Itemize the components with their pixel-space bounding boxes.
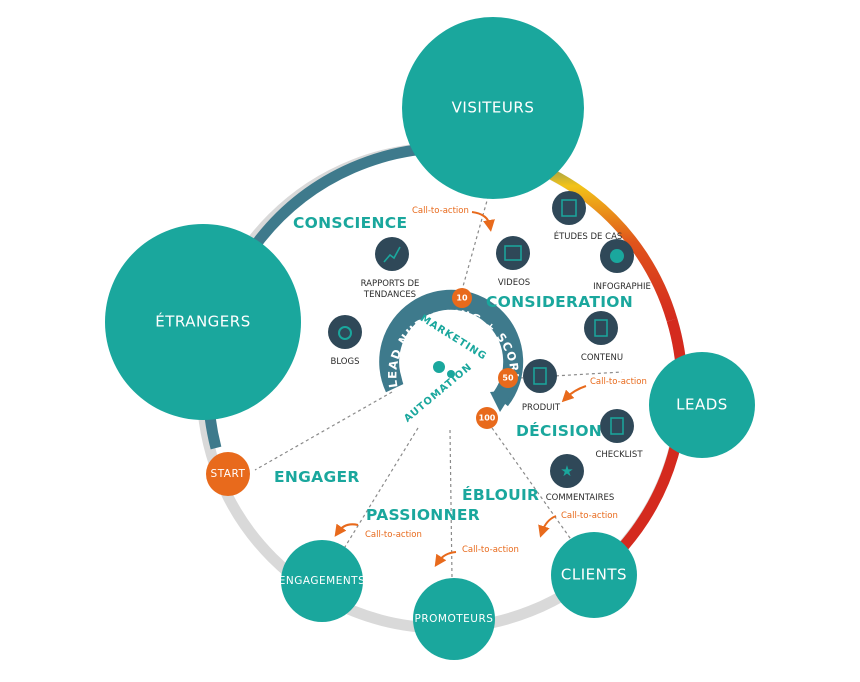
infographic-icon bbox=[600, 239, 634, 273]
gear-icon bbox=[433, 361, 455, 378]
label-contenu: CONTENU bbox=[581, 353, 623, 363]
cta-arrow-leads bbox=[561, 385, 587, 403]
score-50: 50 bbox=[502, 374, 514, 383]
label-produit: PRODUIT bbox=[522, 403, 561, 413]
cta-arrow-clients bbox=[538, 515, 557, 538]
score-100: 100 bbox=[479, 414, 496, 423]
cta-label-engagements: Call-to-action bbox=[365, 530, 422, 540]
node-etrangers-circle[interactable] bbox=[105, 224, 301, 420]
svg-text:★: ★ bbox=[560, 462, 573, 480]
node-promoteurs[interactable]: PROMOTEURS bbox=[413, 578, 495, 660]
checklist-icon bbox=[600, 409, 634, 443]
node-visiteurs-label: VISITEURS bbox=[452, 99, 535, 117]
cta-arrow-engagements bbox=[334, 523, 359, 537]
content-icons: ★ bbox=[328, 191, 634, 488]
connector-promoteurs bbox=[449, 429, 453, 579]
score-badge-50 bbox=[498, 368, 518, 388]
stage-consideration: CONSIDERATION bbox=[486, 293, 633, 311]
connector-start bbox=[254, 391, 393, 471]
stage-engager: ENGAGER bbox=[274, 468, 360, 486]
stage-conscience: CONSCIENCE bbox=[293, 214, 407, 232]
node-engagements[interactable]: ENGAGEMENTS bbox=[279, 540, 366, 622]
cta-arrows bbox=[334, 211, 587, 567]
node-leads-circle[interactable] bbox=[649, 352, 755, 458]
node-start[interactable]: START bbox=[206, 452, 250, 496]
node-clients[interactable]: CLIENTS bbox=[551, 532, 637, 618]
label-rapports-line1: RAPPORTS DE bbox=[361, 279, 420, 289]
stage-eblouir: ÉBLOUIR bbox=[462, 485, 539, 504]
score-badge-10 bbox=[452, 288, 472, 308]
score-badge-100 bbox=[476, 407, 498, 429]
score-badges: 10 50 100 bbox=[452, 288, 518, 429]
cta-labels: Call-to-action Call-to-action Call-to-ac… bbox=[365, 206, 647, 555]
node-leads-label: LEADS bbox=[676, 396, 728, 414]
cta-arrow-conscience bbox=[471, 211, 495, 232]
case-studies-icon bbox=[552, 191, 586, 225]
cta-label-leads: Call-to-action bbox=[590, 377, 647, 387]
label-etudes-de-cas: ÉTUDES DE CAS bbox=[554, 230, 623, 242]
hub-inner bbox=[401, 326, 489, 414]
node-start-circle[interactable] bbox=[206, 452, 250, 496]
label-blogs: BLOGS bbox=[331, 357, 360, 367]
node-engagements-label: ENGAGEMENTS bbox=[279, 575, 366, 587]
stage-passionner: PASSIONNER bbox=[366, 506, 480, 524]
label-commentaires: COMMENTAIRES bbox=[546, 493, 615, 503]
blog-icon bbox=[328, 315, 362, 349]
cta-arrow-promoteurs bbox=[434, 551, 457, 567]
hub-arrow-head bbox=[490, 390, 514, 412]
connector-visiteurs bbox=[461, 189, 491, 291]
label-infographie: INFOGRAPHIE bbox=[593, 282, 651, 292]
connector-engagements bbox=[339, 427, 419, 556]
cta-label-conscience: Call-to-action bbox=[412, 206, 469, 216]
label-checklist: CHECKLIST bbox=[595, 450, 643, 460]
node-promoteurs-label: PROMOTEURS bbox=[415, 613, 494, 625]
node-visiteurs-circle[interactable] bbox=[402, 17, 584, 199]
star-icon: ★ bbox=[550, 454, 584, 488]
score-10: 10 bbox=[456, 294, 468, 303]
connectors bbox=[254, 189, 623, 579]
trend-chart-icon bbox=[375, 237, 409, 271]
content-document-icon bbox=[584, 311, 618, 345]
video-icon bbox=[496, 236, 530, 270]
node-etrangers[interactable]: ÉTRANGERS bbox=[105, 224, 301, 420]
node-clients-circle[interactable] bbox=[551, 532, 637, 618]
node-etrangers-label: ÉTRANGERS bbox=[155, 312, 250, 331]
label-videos: VIDEOS bbox=[498, 278, 530, 288]
cta-label-promoteurs: Call-to-action bbox=[462, 545, 519, 555]
node-promoteurs-circle[interactable] bbox=[413, 578, 495, 660]
node-leads[interactable]: LEADS bbox=[649, 352, 755, 458]
node-start-label: START bbox=[211, 468, 246, 480]
cta-label-clients: Call-to-action bbox=[561, 511, 618, 521]
content-labels: ÉTUDES DE CAS INFOGRAPHIE VIDEOS RAPPORT… bbox=[331, 230, 651, 503]
node-engagements-circle[interactable] bbox=[281, 540, 363, 622]
product-clipboard-icon bbox=[523, 359, 557, 393]
ring-segment-decision bbox=[596, 318, 688, 575]
connector-produit bbox=[519, 371, 623, 379]
label-rapports-line2: TENDANCES bbox=[363, 290, 416, 300]
stage-decision: DÉCISION bbox=[516, 421, 602, 440]
node-clients-label: CLIENTS bbox=[561, 566, 627, 584]
stage-labels: CONSCIENCE CONSIDERATION DÉCISION ÉBLOUI… bbox=[274, 214, 633, 524]
node-visiteurs[interactable]: VISITEURS bbox=[402, 17, 584, 199]
